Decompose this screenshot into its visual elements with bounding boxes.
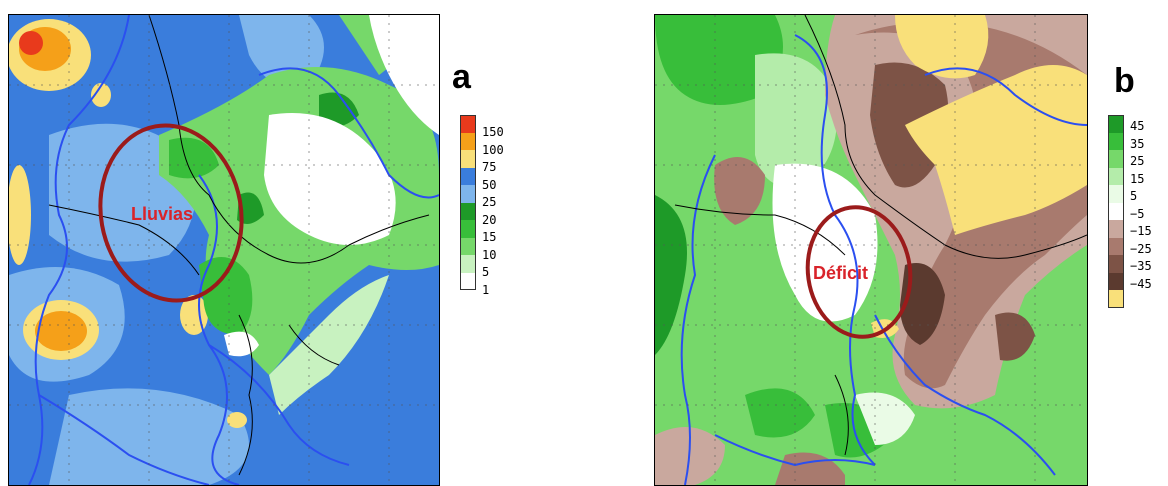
legend-label: 15 xyxy=(1130,171,1145,186)
legend-swatch xyxy=(1108,132,1124,150)
legend-swatch xyxy=(1108,115,1124,133)
legend-swatch xyxy=(1108,202,1124,220)
legend-swatch xyxy=(1108,255,1124,273)
legend-swatch xyxy=(460,220,476,238)
legend-label: 50 xyxy=(482,177,497,192)
legend-label: −25 xyxy=(1130,241,1152,256)
legend-swatch xyxy=(460,255,476,273)
panel-a: Lluvias a 150 100 75 50 25 20 15 10 5 1 xyxy=(0,0,560,486)
legend-label: 45 xyxy=(1130,119,1145,133)
legend-swatch xyxy=(1108,290,1124,308)
map-a: Lluvias xyxy=(8,14,440,486)
legend-label: 75 xyxy=(482,160,497,174)
legend-label: −45 xyxy=(1130,276,1152,291)
legend-swatch xyxy=(460,115,476,133)
legend-label: −35 xyxy=(1130,259,1152,273)
legend-swatch xyxy=(460,185,476,203)
legend-swatch xyxy=(460,272,476,290)
legend-label: 15 xyxy=(482,230,497,244)
legend-swatch xyxy=(1108,237,1124,255)
panel-b: Déficit b 45 35 25 15 5 −5 −15 −25 −35 −45 xyxy=(600,0,1168,486)
legend-swatch xyxy=(460,132,476,150)
lluvias-label: Lluvias xyxy=(131,204,194,224)
legend-swatch xyxy=(460,167,476,185)
legend-label: −5 xyxy=(1130,206,1145,221)
map-a-field xyxy=(9,15,439,485)
legend-swatch xyxy=(1108,272,1124,290)
deficit-label: Déficit xyxy=(813,263,869,283)
legend-label: 1 xyxy=(482,282,490,297)
legend-swatch xyxy=(460,150,476,168)
legend-swatch xyxy=(460,237,476,255)
legend-label: 150 xyxy=(482,125,504,139)
legend-label: 20 xyxy=(482,212,497,227)
map-b: Déficit xyxy=(654,14,1088,486)
legend-label: 25 xyxy=(1130,154,1145,168)
panel-a-letter: a xyxy=(452,58,471,96)
legend-label: 10 xyxy=(482,247,497,262)
legend-swatch xyxy=(1108,150,1124,168)
panel-b-letter: b xyxy=(1114,62,1135,100)
lluvias-ellipse xyxy=(98,123,244,303)
legend-label: −15 xyxy=(1130,224,1152,238)
legend-label: 35 xyxy=(1130,136,1145,151)
legend-swatch xyxy=(1108,185,1124,203)
map-b-field xyxy=(655,15,1087,485)
legend-label: 5 xyxy=(1130,189,1138,203)
legend-label: 25 xyxy=(482,195,497,209)
legend-swatch xyxy=(1108,167,1124,185)
legend-label: 100 xyxy=(482,142,504,157)
legend-swatch xyxy=(1108,220,1124,238)
legend-label: 5 xyxy=(482,265,490,279)
deficit-ellipse xyxy=(805,205,913,339)
legend-swatch xyxy=(460,202,476,220)
